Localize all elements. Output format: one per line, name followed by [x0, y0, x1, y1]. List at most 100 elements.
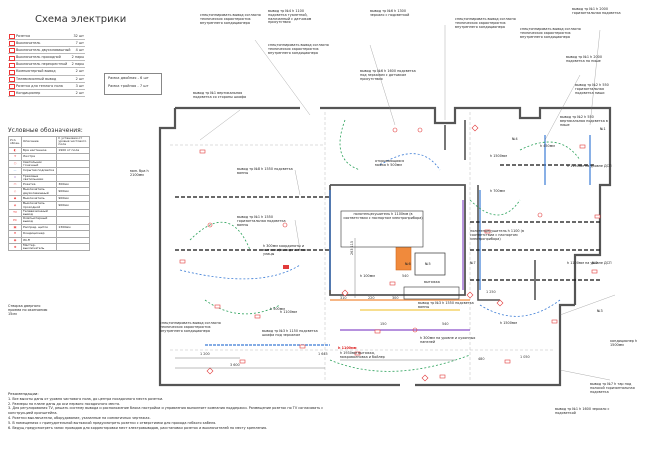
spotlight-icon: [282, 222, 288, 228]
dimension-lines: [175, 238, 455, 369]
dimension: 300: [392, 296, 399, 300]
annotation: вывод тр №7 h тар под полосой горизонтал…: [590, 382, 635, 394]
double-switch-icon: [9, 48, 15, 54]
annotation: вывод тр №8 h 1550 подсветка ванны: [237, 167, 293, 175]
annotation: вывод тр №1 h 2000 подсветка по нише: [566, 55, 602, 63]
annotation: вывод тр №1 h 1600 зеркало с подсветкой: [555, 407, 610, 415]
dimension: 150: [380, 322, 387, 326]
annotation: вывод тр №1 h 1550 горизонтальная подсве…: [237, 215, 286, 227]
page-title: Схема электрики: [35, 14, 127, 25]
annotation: h 300мм координаты и вытяжки/выход на пл…: [263, 244, 307, 256]
socket-icon: [214, 304, 221, 309]
socket-icon: [179, 259, 186, 264]
recommendation-item: 5. В помещениях с принудительной вытяжко…: [8, 420, 217, 425]
wall: [477, 185, 500, 301]
recommendation-item: 3. Для регулирования ТV, решать систему …: [8, 406, 324, 416]
annotation: спецтоннировать вывод согласно техническ…: [455, 17, 516, 29]
annotation: h 300мм на уровне и кухонных панелей: [420, 336, 476, 344]
label: №2: [592, 261, 598, 265]
dimension: 220: [368, 296, 375, 300]
switch-icon: [206, 367, 214, 375]
label: h 1500мм: [500, 321, 517, 325]
dimension: 540: [402, 274, 409, 278]
socket-icon: [551, 319, 558, 324]
annotation: вывод тр №6 h 1600 подсветка под зеркало…: [360, 69, 416, 81]
socket-icon: [199, 149, 206, 154]
recommendations-heading: Рекомендации:: [8, 391, 39, 396]
label: открывающаяся мойка h 500мм: [375, 159, 405, 167]
floor-heating-icon: [9, 83, 15, 89]
dimension: 1 050: [520, 355, 530, 359]
tv-outlet-icon: [9, 76, 15, 82]
label: h 700мм: [490, 189, 505, 193]
label: h 1500мм: [490, 154, 507, 158]
recommendation-item: 1. Все высоты даны от уровня чистового п…: [8, 396, 164, 401]
legend-table: Усл. обозн. Описание h установки от уров…: [7, 136, 90, 252]
computer-outlet-icon: [9, 69, 15, 75]
socket-icon: [591, 269, 598, 274]
switch-icon: [341, 289, 349, 297]
label: №3: [597, 309, 603, 313]
spotlight-icon: [537, 212, 543, 218]
dimension: 1 250: [486, 290, 496, 294]
legend-heading: Условные обозначения:: [8, 127, 83, 134]
annotation: h 1100мм на уровне ДСП: [567, 261, 612, 265]
annotation: вывод тр №2 h 550 вертикальная подсветка…: [560, 115, 608, 127]
socket-icon: [579, 144, 586, 149]
annotation: спецтоннировать вывод согласно техническ…: [268, 43, 329, 55]
label: h 100мм: [360, 274, 375, 278]
wall: [320, 106, 612, 305]
spotlights: [207, 127, 543, 333]
dimension: 3 600: [230, 363, 240, 367]
annotation: спецтоннировать вывод согласно техническ…: [160, 321, 221, 333]
dimension: 310: [340, 296, 347, 300]
wall: [415, 303, 575, 387]
switch-icon: [496, 299, 504, 307]
recommendation-item: 4. Розетки выключатели, оборудование, ук…: [8, 415, 151, 420]
dimension: 1 200: [200, 352, 210, 356]
shower-tray: [414, 252, 446, 276]
label: h 450мм: [540, 144, 555, 148]
switch-icon: [9, 41, 15, 47]
annotation: вывод тр №1 вертикальная подсветка со ст…: [193, 91, 247, 99]
label: мин. бра h 2100мм: [130, 169, 149, 177]
label: №7: [470, 261, 476, 265]
annotation: вывод тр №4 h 1100 подсветка туалетной, …: [268, 9, 312, 25]
annotation: h 1100мм на уровне ДСП: [567, 164, 612, 168]
label: вытяжка: [424, 280, 440, 284]
annotation: полотенцесушитель h 1100мм (в соответств…: [343, 212, 423, 220]
recommendations: Рекомендации: 1. Все высоты даны от уров…: [8, 391, 338, 430]
legend: Условные обозначения: Усл. обозн. Описан…: [7, 127, 90, 252]
door-note: Створка дверного проема по окончанию 15с…: [8, 304, 48, 316]
annotation: вывод тр №3 h 1150 подсветка шкафа под з…: [262, 329, 318, 337]
switch-icon: [466, 291, 474, 299]
spotlight-icon: [412, 327, 418, 333]
socket-icon: [354, 351, 361, 356]
frames-box: Рамка двойная - 6 шт Рамка тройная - 7 ш…: [104, 73, 162, 95]
label: h 1100мм: [280, 310, 297, 314]
label: №4: [512, 137, 518, 141]
conditioner-icon: [9, 91, 15, 97]
socket-icon: [374, 329, 381, 334]
socket-icon: [439, 374, 446, 379]
spotlight-icon: [392, 127, 398, 133]
dimension: 540: [442, 322, 449, 326]
socket-icon: [389, 281, 396, 286]
socket-icon: [504, 359, 511, 364]
label: h 1100мм: [338, 346, 357, 350]
wall: [158, 108, 400, 387]
label: №6: [405, 262, 411, 266]
pass-switch-icon: [9, 55, 15, 61]
recommendation-item: 2. Размеры на плане даны до оси первого …: [8, 401, 121, 406]
annotation: спецтоннировать вывод согласно техническ…: [200, 13, 261, 25]
